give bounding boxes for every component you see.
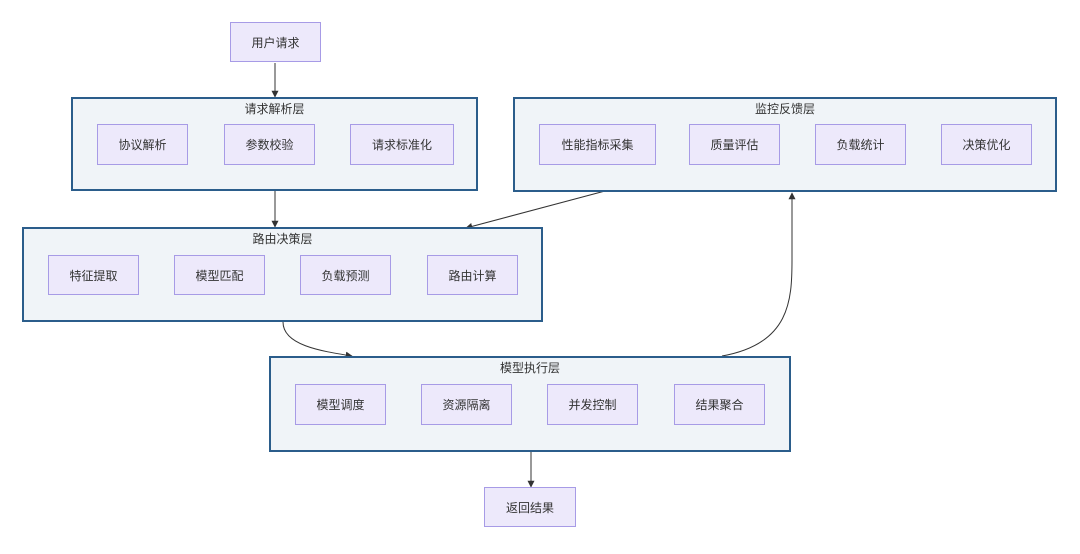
node-request-normalization: 请求标准化 <box>350 124 454 165</box>
node-user-request: 用户请求 <box>230 22 321 62</box>
node-resource-isolation: 资源隔离 <box>421 384 512 425</box>
node-route-calculation: 路由计算 <box>427 255 518 295</box>
node-protocol-parsing: 协议解析 <box>97 124 188 165</box>
node-load-statistics: 负载统计 <box>815 124 906 165</box>
node-model-matching-label: 模型匹配 <box>195 268 244 283</box>
node-decision-optimization: 决策优化 <box>941 124 1032 165</box>
node-decision-optimization-label: 决策优化 <box>962 138 1011 152</box>
edge-monitoring-feedback-to-routing-decision <box>465 190 606 230</box>
node-model-scheduling: 模型调度 <box>295 384 386 425</box>
edge-routing-decision-to-model-execution <box>282 321 353 359</box>
node-quality-assessment: 质量评估 <box>689 124 780 165</box>
node-feature-extraction: 特征提取 <box>48 255 139 295</box>
group-model-execution-title: 模型执行层 <box>499 361 560 375</box>
node-return-result-label: 返回结果 <box>505 500 554 515</box>
node-return-result: 返回结果 <box>484 487 576 527</box>
group-request-parsing-title: 请求解析层 <box>244 102 305 116</box>
node-quality-assessment-label: 质量评估 <box>710 138 759 152</box>
node-performance-metrics-label: 性能指标采集 <box>561 138 634 152</box>
node-result-aggregation: 结果聚合 <box>674 384 765 425</box>
node-result-aggregation-label: 结果聚合 <box>695 398 744 412</box>
node-request-normalization-label: 请求标准化 <box>371 138 432 152</box>
node-concurrency-control: 并发控制 <box>547 384 638 425</box>
node-user-request-label: 用户请求 <box>251 35 300 50</box>
node-performance-metrics: 性能指标采集 <box>539 124 656 165</box>
node-parameter-validation: 参数校验 <box>224 124 315 165</box>
node-concurrency-control-label: 并发控制 <box>568 398 617 412</box>
node-load-statistics-label: 负载统计 <box>836 138 885 152</box>
node-route-calculation-label: 路由计算 <box>448 268 497 283</box>
node-parameter-validation-label: 参数校验 <box>245 138 294 152</box>
edge-model-execution-to-monitoring-feedback <box>721 192 796 357</box>
node-resource-isolation-label: 资源隔离 <box>442 398 491 412</box>
group-monitoring-feedback-title: 监控反馈层 <box>754 102 815 116</box>
node-protocol-parsing-label: 协议解析 <box>118 138 167 152</box>
node-load-prediction-label: 负载预测 <box>321 268 370 283</box>
node-feature-extraction-label: 特征提取 <box>69 268 118 283</box>
node-model-matching: 模型匹配 <box>174 255 265 295</box>
node-load-prediction: 负载预测 <box>300 255 391 295</box>
group-routing-decision-title: 路由决策层 <box>252 232 313 246</box>
node-model-scheduling-label: 模型调度 <box>316 398 365 412</box>
